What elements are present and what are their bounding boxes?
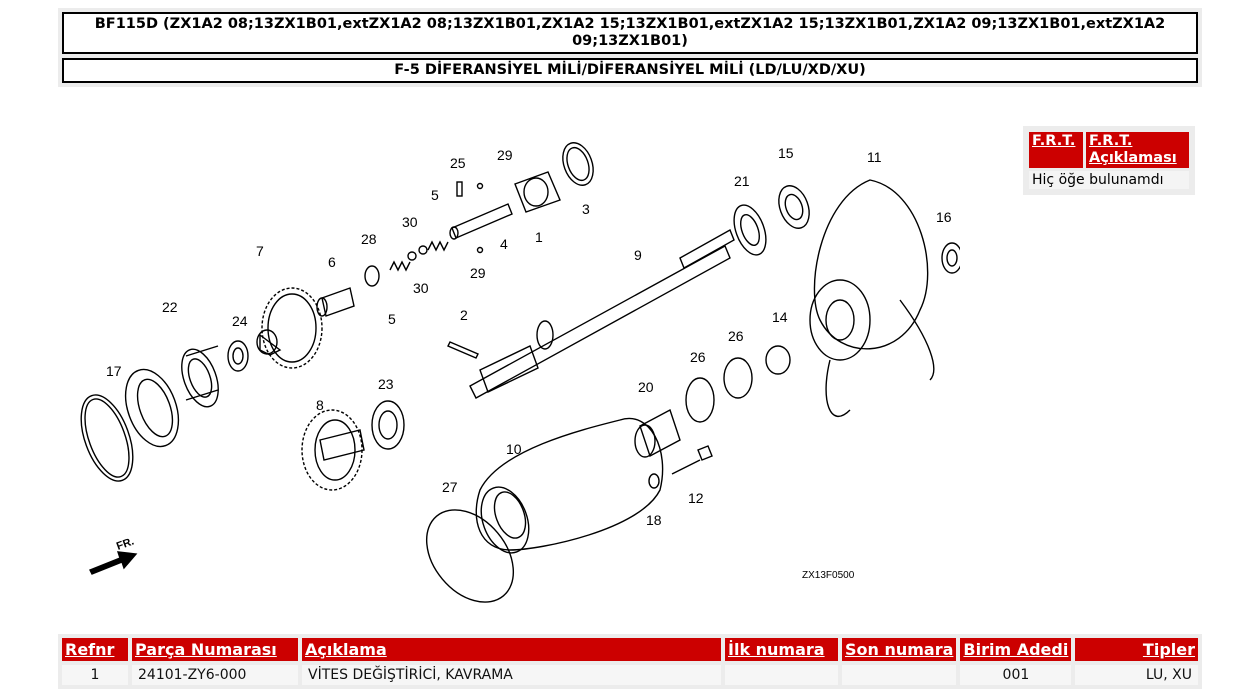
callout-5a: 5 [388, 311, 396, 327]
cell-unit-qty: 001 [960, 665, 1072, 685]
callout-16: 16 [936, 209, 952, 225]
frt-empty-message: Hiç öğe bulunamdı [1029, 171, 1189, 189]
callout-30b: 30 [413, 280, 429, 296]
model-title: BF115D (ZX1A2 08;13ZX1B01,extZX1A2 08;13… [62, 12, 1198, 54]
callout-28: 28 [361, 231, 377, 247]
col-last-number[interactable]: Son numara [842, 638, 957, 661]
callout-14: 14 [772, 309, 788, 325]
callout-2: 2 [460, 307, 468, 323]
callout-26b: 26 [728, 328, 744, 344]
part-22-race [124, 368, 180, 448]
callout-23: 23 [378, 376, 394, 392]
callout-27: 27 [442, 479, 458, 495]
callout-26a: 26 [690, 349, 706, 365]
fr-label: FR. [115, 535, 136, 552]
part-17-oring [80, 394, 134, 482]
cell-types: LU, XU [1075, 665, 1198, 685]
callout-11: 11 [867, 149, 882, 165]
callout-22: 22 [162, 299, 178, 315]
callout-15: 15 [778, 145, 794, 161]
callout-25: 25 [450, 155, 466, 171]
cell-last-number [842, 665, 957, 685]
col-part-number[interactable]: Parça Numarası [132, 638, 298, 661]
callout-5b: 5 [431, 187, 439, 203]
callout-1: 1 [535, 229, 543, 245]
col-unit-qty[interactable]: Birim Adedi [960, 638, 1072, 661]
col-refnr[interactable]: Refnr [62, 638, 128, 661]
cell-description: VİTES DEĞİŞTİRİCİ, KAVRAMA [302, 665, 721, 685]
callout-9: 9 [634, 247, 642, 263]
frt-table: F.R.T. F.R.T. Açıklaması Hiç öğe bulunam… [1026, 129, 1192, 192]
callout-17: 17 [106, 363, 122, 379]
callout-20: 20 [638, 379, 654, 395]
frt-panel: F.R.T. F.R.T. Açıklaması Hiç öğe bulunam… [1023, 126, 1195, 195]
callout-21: 21 [734, 173, 750, 189]
callout-3: 3 [582, 201, 590, 217]
section-title: F-5 DİFERANSİYEL MİLİ/DİFERANSİYEL MİLİ … [62, 58, 1198, 83]
parts-table: Refnr Parça Numarası Açıklama İlk numara… [58, 634, 1202, 689]
frt-col-code[interactable]: F.R.T. [1029, 132, 1083, 168]
col-first-number[interactable]: İlk numara [725, 638, 838, 661]
callout-24: 24 [232, 313, 248, 329]
callout-4: 4 [500, 236, 508, 252]
callout-30a: 30 [402, 214, 418, 230]
col-description[interactable]: Açıklama [302, 638, 721, 661]
col-types[interactable]: Tipler [1075, 638, 1198, 661]
callout-7: 7 [256, 243, 264, 259]
callout-29a: 29 [497, 147, 513, 163]
callout-18: 18 [646, 512, 662, 528]
exploded-parts-diagram: 17 22 24 7 6 28 5 30 30 5 25 29 29 4 1 3… [80, 142, 960, 603]
page-header: BF115D (ZX1A2 08;13ZX1B01,extZX1A2 08;13… [58, 8, 1202, 87]
diagram-code: ZX13F0500 [802, 570, 855, 581]
table-row[interactable]: 1 24101-ZY6-000 VİTES DEĞİŞTİRİCİ, KAVRA… [62, 665, 1198, 685]
callout-8: 8 [316, 397, 324, 413]
callout-10: 10 [506, 441, 522, 457]
cell-first-number [725, 665, 838, 685]
callout-6: 6 [328, 254, 336, 270]
cell-refnr: 1 [62, 665, 128, 685]
cell-part-number[interactable]: 24101-ZY6-000 [132, 665, 298, 685]
frt-col-desc[interactable]: F.R.T. Açıklaması [1086, 132, 1189, 168]
callout-12: 12 [688, 490, 704, 506]
parts-table-panel: Refnr Parça Numarası Açıklama İlk numara… [58, 634, 1202, 689]
callout-29b: 29 [470, 265, 486, 281]
